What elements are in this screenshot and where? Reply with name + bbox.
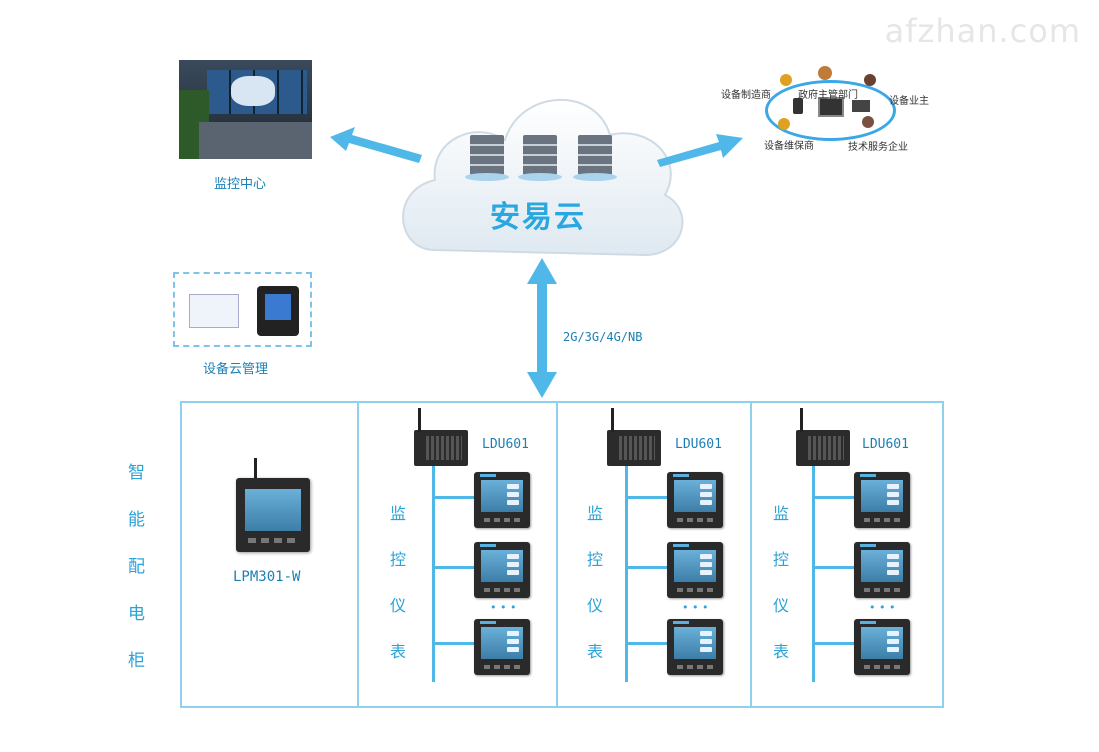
lpm301w-device — [236, 478, 310, 552]
branch-line — [812, 566, 854, 569]
arrow-network-vertical — [527, 258, 557, 398]
meter-label-char: 表 — [587, 642, 604, 661]
cloud-title: 安易云 — [490, 200, 586, 235]
panel-divider — [556, 401, 558, 706]
meter-label-vertical: 监 控 仪 表 — [587, 500, 603, 662]
phone-icon — [793, 98, 803, 114]
person-icon — [862, 116, 874, 128]
person-icon — [818, 66, 832, 80]
stakeholder-right: 设备业主 — [889, 96, 929, 107]
card-icon — [189, 294, 239, 328]
meter-label-vertical: 监 控 仪 表 — [390, 500, 406, 662]
meter-label-char: 仪 — [390, 596, 407, 615]
bus-line — [625, 466, 628, 682]
ellipsis: • • • — [869, 601, 896, 614]
branch-line — [432, 496, 474, 499]
branch-line — [432, 566, 474, 569]
branch-line — [432, 642, 474, 645]
ldu601-label: LDU601 — [675, 437, 722, 452]
meter-label-char: 仪 — [773, 596, 790, 615]
branch-line — [812, 496, 854, 499]
bus-line — [812, 466, 815, 682]
meter-label-char: 控 — [773, 550, 790, 569]
handheld-device-icon — [257, 286, 299, 336]
cabinet-char: 柜 — [128, 651, 145, 671]
panel-divider — [357, 401, 359, 706]
person-icon — [780, 74, 792, 86]
arrow-to-stakeholders — [657, 134, 743, 167]
meter-device — [667, 542, 723, 598]
ellipsis: • • • — [682, 601, 709, 614]
stakeholder-ring — [765, 80, 896, 141]
cabinet-label: 智 能 配 电 柜 — [128, 458, 145, 671]
meter-label-char: 表 — [390, 642, 407, 661]
device-cloud-box — [173, 272, 312, 347]
ldu601-label: LDU601 — [862, 437, 909, 452]
ldu601-device — [414, 408, 468, 466]
meter-device — [474, 542, 530, 598]
meter-device — [667, 472, 723, 528]
stakeholder-top: 政府主管部门 — [798, 90, 858, 101]
cabinet-char: 智 — [128, 463, 145, 483]
branch-line — [625, 566, 667, 569]
stakeholder-left: 设备制造商 — [721, 90, 771, 101]
ldu601-device — [796, 408, 850, 466]
monitor-center-label: 监控中心 — [214, 177, 267, 192]
meter-device — [854, 619, 910, 675]
meter-device — [667, 619, 723, 675]
laptop-icon — [852, 100, 870, 112]
meter-label-char: 监 — [587, 504, 604, 523]
cloud-graphic — [402, 99, 684, 257]
meter-label-char: 表 — [773, 642, 790, 661]
device-cloud-label: 设备云管理 — [203, 362, 269, 377]
meter-label-char: 控 — [587, 550, 604, 569]
panel-divider — [750, 401, 752, 706]
meter-device — [854, 542, 910, 598]
bus-line — [432, 466, 435, 682]
branch-line — [625, 496, 667, 499]
meter-label-char: 监 — [390, 504, 407, 523]
meter-label-char: 仪 — [587, 596, 604, 615]
cabinet-frame — [180, 401, 944, 708]
cabinet-char: 配 — [128, 557, 145, 577]
cabinet-char: 能 — [128, 510, 145, 530]
lpm301w-label: LPM301-W — [233, 569, 301, 585]
antenna-icon — [254, 458, 257, 480]
meter-label-vertical: 监 控 仪 表 — [773, 500, 789, 662]
ldu601-device — [607, 408, 661, 466]
network-label: 2G/3G/4G/NB — [563, 330, 643, 344]
person-icon — [864, 74, 876, 86]
branch-line — [812, 642, 854, 645]
branch-line — [625, 642, 667, 645]
ldu601-label: LDU601 — [482, 437, 529, 452]
meter-device — [854, 472, 910, 528]
cabinet-char: 电 — [128, 604, 145, 624]
meter-label-char: 控 — [390, 550, 407, 569]
meter-device — [474, 472, 530, 528]
watermark: afzhan.com — [884, 12, 1081, 50]
arrow-to-monitor-center — [330, 127, 422, 163]
tablet-icon — [818, 97, 844, 117]
meter-device — [474, 619, 530, 675]
stakeholder-bottom-left: 设备维保商 — [764, 141, 814, 152]
monitor-center-photo — [179, 60, 312, 159]
person-icon — [778, 118, 790, 130]
stakeholder-bottom-right: 技术服务企业 — [848, 142, 908, 153]
meter-label-char: 监 — [773, 504, 790, 523]
ellipsis: • • • — [490, 601, 517, 614]
